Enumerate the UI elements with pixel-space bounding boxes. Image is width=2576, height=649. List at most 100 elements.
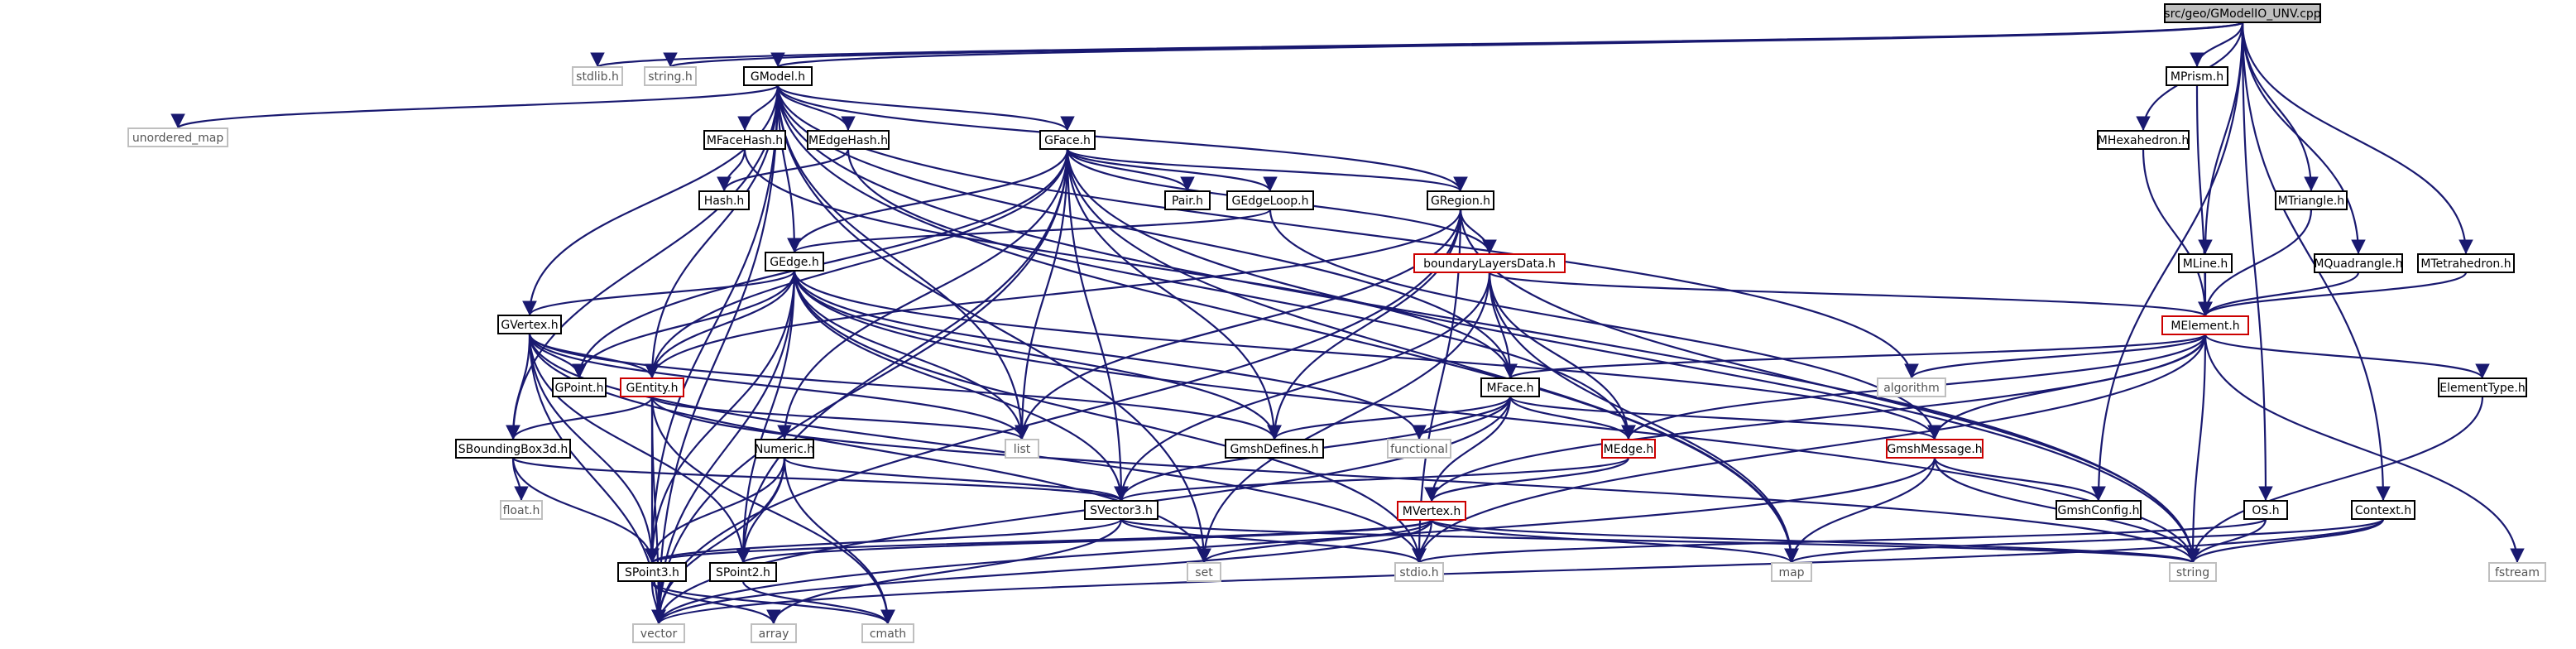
node-spoint3[interactable]: SPoint3.h: [617, 562, 687, 582]
node-string-box: [2169, 562, 2217, 582]
edge-gface-to-vector: [651, 148, 1069, 625]
edge-blayers-to-medge: [1488, 272, 1636, 440]
node-elementtype-label: ElementType.h: [2439, 382, 2525, 395]
edge-spoint3-to-array: [650, 580, 781, 625]
edge-mface-to-gmshdefines: [1267, 396, 1512, 440]
node-medgehash-box: [807, 130, 890, 150]
node-gmshdefines[interactable]: GmshDefines.h: [1225, 439, 1324, 459]
node-mfacehash-box: [703, 130, 786, 150]
edge-gedge-to-vector: [651, 270, 796, 625]
node-stdio: stdio.h: [1394, 562, 1444, 582]
node-pair[interactable]: Pair.h: [1164, 190, 1211, 210]
node-stringh-label: string.h: [648, 70, 693, 84]
node-mquadrangle[interactable]: MQuadrangle.h: [2314, 253, 2403, 273]
node-gedge[interactable]: GEdge.h: [765, 252, 824, 272]
edge-gedge-to-gpoint: [572, 270, 796, 379]
node-mfacehash[interactable]: MFaceHash.h: [703, 130, 786, 150]
node-gmshconfig[interactable]: GmshConfig.h: [2056, 500, 2142, 520]
node-root[interactable]: src/geo/GModelIO_UNV.cpp: [2164, 3, 2321, 23]
edge-gface-to-string: [1066, 148, 2200, 564]
edge-melement-to-mface: [1503, 333, 2207, 380]
node-set-box: [1187, 562, 1221, 582]
node-medge[interactable]: MEdge.h: [1601, 439, 1656, 459]
edge-mvertex-to-spoint2: [736, 518, 1433, 565]
node-mtriangle-box: [2275, 190, 2348, 210]
edge-gregion-to-list: [1015, 209, 1462, 440]
node-medgehash[interactable]: MEdgeHash.h: [807, 130, 890, 150]
node-sboundingbox[interactable]: SBoundingBox3d.h: [455, 439, 571, 459]
node-melement-box: [2161, 315, 2249, 335]
edge-mface-to-functional: [1412, 396, 1512, 440]
node-numeric-box: [755, 439, 814, 459]
edge-elementtype-to-string: [2185, 396, 2484, 564]
node-blayers[interactable]: boundaryLayersData.h: [1413, 253, 1566, 273]
edge-blayers-to-set: [1197, 272, 1491, 564]
edge-spoint3-to-cmath: [650, 580, 895, 625]
node-osh[interactable]: OS.h: [2243, 500, 2288, 520]
edge-gface-to-gedge: [787, 148, 1069, 253]
node-numeric[interactable]: Numeric.h: [755, 439, 814, 459]
node-svector3-box: [1084, 500, 1158, 520]
node-gface-label: GFace.h: [1044, 134, 1091, 147]
node-svector3-label: SVector3.h: [1090, 504, 1153, 517]
node-context-label: Context.h: [2355, 504, 2411, 517]
node-numeric-label: Numeric.h: [755, 443, 814, 456]
edge-gmodel-to-unordered_map: [170, 84, 780, 130]
node-osh-box: [2243, 500, 2288, 520]
edge-gvertex-to-spoint3: [528, 333, 660, 564]
node-gedgeloop[interactable]: GEdgeLoop.h: [1226, 190, 1314, 210]
node-gedge-box: [765, 252, 824, 272]
node-melement[interactable]: MElement.h: [2161, 315, 2249, 335]
edge-gedge-to-spoint2: [736, 270, 796, 564]
node-elementtype[interactable]: ElementType.h: [2438, 377, 2527, 397]
node-spoint3-box: [617, 562, 687, 582]
edge-osh-to-stdio: [1412, 517, 2267, 565]
node-gmodel-label: GModel.h: [751, 70, 805, 84]
node-mline[interactable]: MLine.h: [2178, 253, 2233, 273]
edge-melement-to-elementtype: [2204, 334, 2490, 379]
node-gedgeloop-label: GEdgeLoop.h: [1232, 195, 1309, 208]
node-string: string: [2169, 562, 2217, 582]
node-mprism-label: MPrism.h: [2171, 70, 2223, 84]
node-hash[interactable]: Hash.h: [698, 190, 750, 210]
node-map-box: [1771, 562, 1812, 582]
node-array-box: [751, 623, 797, 643]
node-mhexahedron[interactable]: MHexahedron.h: [2097, 130, 2190, 150]
node-algorithm: algorithm: [1877, 377, 1946, 397]
node-functional-box: [1387, 439, 1451, 459]
node-gvertex[interactable]: GVertex.h: [497, 315, 562, 334]
node-gpoint[interactable]: GPoint.h: [552, 377, 607, 397]
edge-root-to-osh: [2241, 22, 2273, 502]
node-mvertex[interactable]: MVertex.h: [1397, 501, 1466, 521]
node-mquadrangle-label: MQuadrangle.h: [2314, 257, 2402, 271]
edge-gface-to-gregion: [1066, 147, 1468, 193]
edge-gregion-to-gmshdefines: [1267, 209, 1462, 440]
node-gmshdefines-box: [1225, 439, 1324, 459]
node-mtriangle[interactable]: MTriangle.h: [2275, 190, 2348, 210]
node-gmodel[interactable]: GModel.h: [743, 66, 813, 86]
node-mvertex-label: MVertex.h: [1403, 505, 1461, 518]
node-melement-label: MElement.h: [2171, 320, 2239, 333]
node-gmshmessage[interactable]: GmshMessage.h: [1886, 439, 1984, 459]
edge-gvertex-to-sboundingbox: [506, 333, 531, 440]
edge-blayers-to-svector3: [1114, 272, 1491, 502]
node-vector-box: [632, 623, 685, 643]
node-gmshmessage-box: [1886, 439, 1984, 459]
node-svector3[interactable]: SVector3.h: [1084, 500, 1158, 520]
node-fstream: fstream: [2488, 562, 2546, 582]
node-mtetrahedron[interactable]: MTetrahedron.h: [2417, 253, 2515, 273]
node-unordered_map: unordered_map: [127, 127, 228, 147]
node-gregion[interactable]: GRegion.h: [1427, 190, 1494, 210]
edge-root-to-mprism: [2190, 22, 2244, 68]
node-spoint2[interactable]: SPoint2.h: [709, 562, 777, 582]
node-context[interactable]: Context.h: [2351, 500, 2415, 520]
edge-gvertex-to-gentity: [528, 333, 660, 379]
node-list: list: [1005, 439, 1039, 459]
node-gentity[interactable]: GEntity.h: [620, 377, 684, 397]
node-mface[interactable]: MFace.h: [1480, 377, 1540, 397]
edge-gedge-to-functional: [793, 270, 1427, 440]
node-mprism[interactable]: MPrism.h: [2166, 66, 2228, 86]
node-unordered_map-label: unordered_map: [132, 132, 223, 145]
node-gface[interactable]: GFace.h: [1039, 130, 1096, 150]
node-floath-label: float.h: [503, 504, 540, 517]
